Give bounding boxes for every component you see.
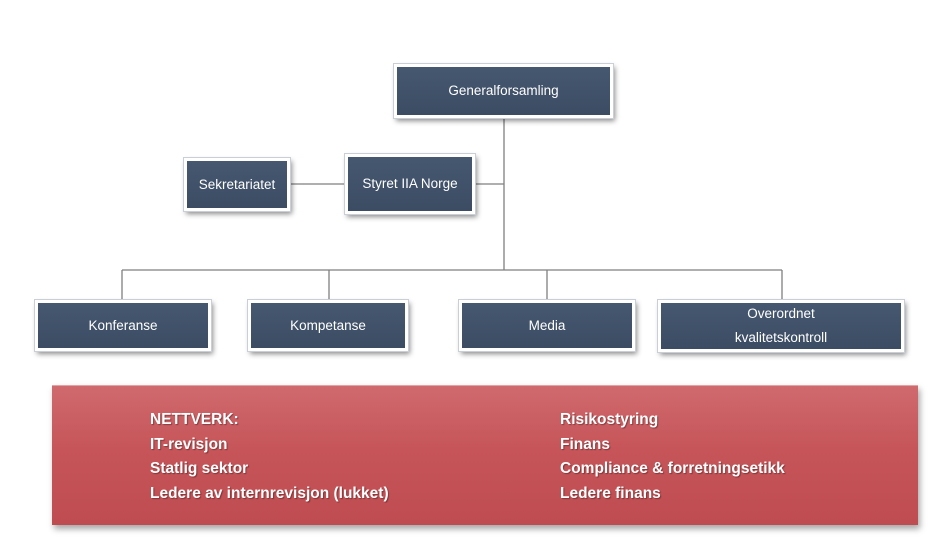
styret-label: Styret IIA Norge (362, 176, 458, 191)
network-heading: NETTVERK: (150, 411, 239, 428)
network-item-risikostyring: Risikostyring (560, 411, 659, 428)
styret-box: Styret IIA Norge (344, 153, 476, 215)
generalforsamling-box: Generalforsamling (393, 63, 614, 119)
media-box: Media (458, 299, 636, 352)
network-list-left: NETTVERK: IT-revisjon Statlig sektor Led… (150, 408, 389, 506)
network-list-right: Risikostyring Finans Compliance & forret… (560, 408, 785, 506)
network-item-ledere-internrevisjon: Ledere av internrevisjon (lukket) (150, 484, 389, 502)
sekretariatet-box: Sekretariatet (183, 157, 291, 212)
network-panel: NETTVERK: IT-revisjon Statlig sektor Led… (52, 385, 918, 525)
sekretariatet-label: Sekretariatet (198, 176, 276, 192)
network-item-ledere-finans: Ledere finans (560, 484, 661, 502)
overordnet-label-line1: Overordnet (747, 306, 815, 321)
network-item-it-revisjon: IT-revisjon (150, 435, 228, 453)
overordnet-kvalitetskontroll-label: Overordnet kvalitetskontroll (735, 302, 827, 350)
network-item-compliance: Compliance & forretningsetikk (560, 460, 785, 477)
media-label: Media (528, 317, 566, 333)
overordnet-kvalitetskontroll-box: Overordnet kvalitetskontroll (657, 299, 905, 353)
kompetanse-box: Kompetanse (247, 299, 409, 352)
generalforsamling-label: Generalforsamling (448, 83, 559, 98)
kompetanse-label: Kompetanse (290, 317, 366, 333)
konferanse-label: Konferanse (88, 317, 158, 333)
network-item-statlig-sektor: Statlig sektor (150, 460, 249, 477)
overordnet-label-line2: kvalitetskontroll (734, 330, 828, 345)
network-item-finans: Finans (560, 435, 610, 453)
konferanse-box: Konferanse (34, 299, 212, 352)
